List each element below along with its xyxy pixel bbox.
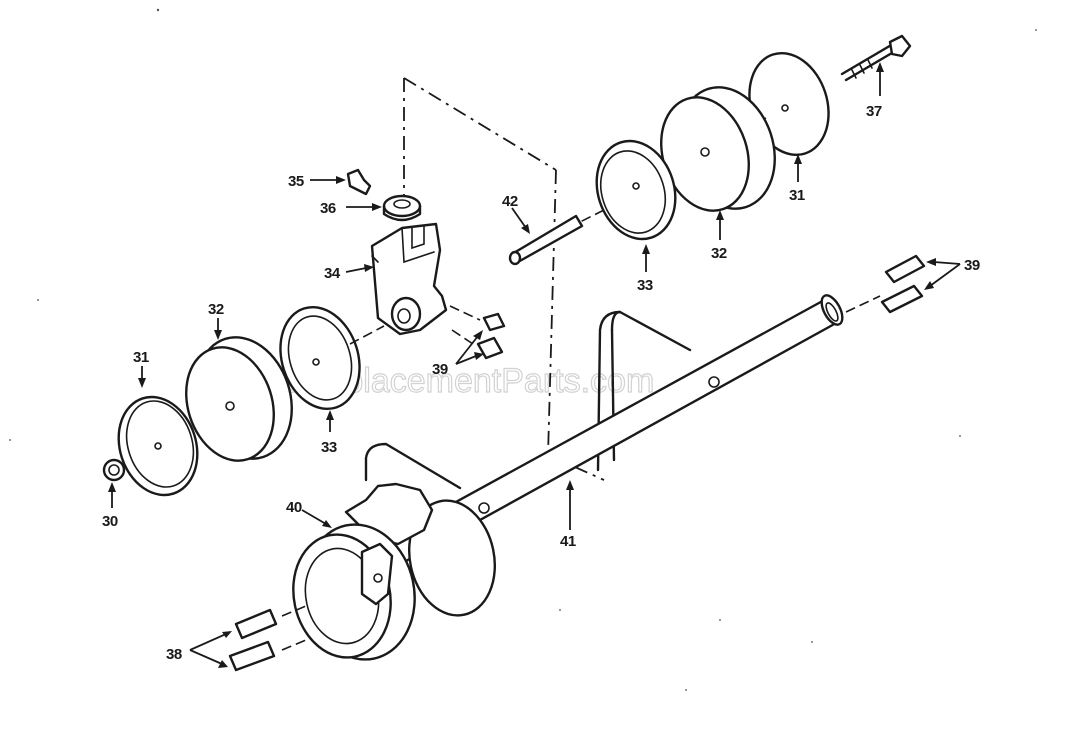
part-42-pin: [508, 214, 584, 266]
part-34-bracket: [370, 222, 448, 336]
callout-36: 36: [320, 200, 336, 217]
callout-31-right: 31: [789, 187, 805, 204]
scan-speckles: [9, 8, 1037, 691]
callout-39-mid: 39: [432, 361, 448, 378]
callout-38: 38: [166, 646, 182, 663]
callout-37: 37: [866, 103, 882, 120]
part-39-bolts-mid: [449, 305, 506, 360]
part-31-hub-cap-left: [117, 395, 199, 497]
part-33-wheel-ring-left: [279, 305, 385, 411]
part-35-screw: [346, 168, 372, 196]
callout-42: 42: [502, 193, 518, 210]
part-32-wheel-left: [185, 336, 293, 462]
callout-30: 30: [102, 513, 118, 530]
part-30-nut: [102, 458, 126, 482]
part-36-bushing: [382, 194, 422, 222]
callout-labels: 37 31 32 33 42 35 36 34 39 32 31 33 30 4…: [102, 103, 980, 663]
callout-31-left: 31: [133, 349, 149, 366]
callout-32-right: 32: [711, 245, 727, 262]
part-37-bolt: [840, 34, 912, 82]
part-40-rear-wheel-assembly: [292, 482, 497, 661]
callout-33-left: 33: [321, 439, 337, 456]
callout-40: 40: [286, 499, 302, 516]
callout-arrows: [108, 62, 961, 668]
part-32-wheel-right: [660, 86, 776, 212]
part-38-bolts: [228, 605, 307, 672]
callout-33-right: 33: [637, 277, 653, 294]
callout-34: 34: [324, 265, 341, 282]
callout-35: 35: [288, 173, 304, 190]
callout-32-left: 32: [208, 301, 224, 318]
part-39-bolts-right: [880, 254, 926, 314]
callout-41: 41: [560, 533, 576, 550]
part-33-wheel-ring-right: [559, 139, 677, 241]
callout-39-right: 39: [964, 257, 980, 274]
